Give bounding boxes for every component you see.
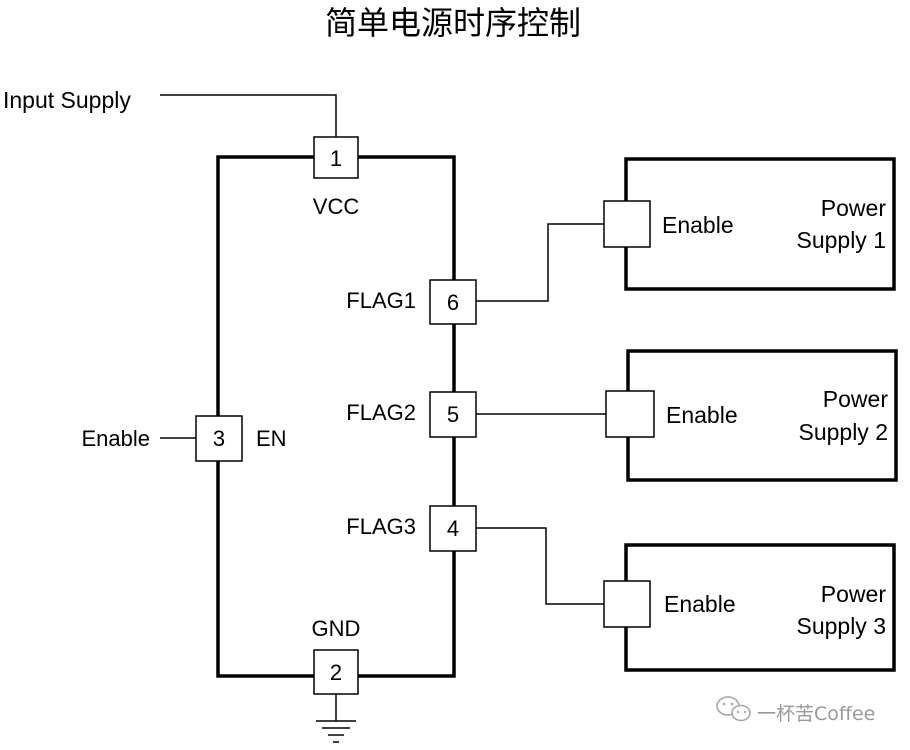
power-supply-3-enable-label: Enable	[664, 591, 736, 617]
pin-3-number: 3	[213, 426, 225, 451]
wechat-icon	[716, 696, 751, 722]
power-supply-2-enable-pin	[605, 390, 655, 438]
pin-5-box	[429, 391, 477, 438]
pin-4-number: 4	[447, 516, 459, 541]
pin-2-number: 2	[330, 660, 342, 685]
vcc-label: VCC	[313, 194, 360, 219]
power-supply-1-name-line1: Power	[821, 195, 887, 221]
power-supply-2-name-line2: Supply 2	[798, 419, 888, 445]
pin-1-box	[313, 136, 359, 179]
input-supply-label: Input Supply	[3, 87, 131, 113]
power-supply-3-name-line1: Power	[821, 581, 887, 607]
power-supply-2-name-line1: Power	[823, 386, 889, 412]
gnd-label: GND	[312, 616, 361, 641]
power-supply-1-enable-label: Enable	[662, 212, 734, 238]
pin-5-number: 5	[447, 402, 459, 427]
diagram-title: 简单电源时序控制	[325, 4, 581, 42]
pin-3-box	[195, 415, 243, 462]
power-supply-3-enable-pin	[603, 580, 651, 628]
flag2-label: FLAG2	[346, 400, 416, 425]
power-supply-3-name-line2: Supply 3	[796, 613, 886, 639]
pin-6-box	[429, 279, 477, 325]
flag3-label: FLAG3	[346, 514, 416, 539]
flag1-label: FLAG1	[346, 288, 416, 313]
watermark-text: 一杯苦Coffee	[757, 703, 875, 725]
pin-6-number: 6	[447, 290, 459, 315]
en-label: EN	[256, 426, 287, 451]
flag3-wire	[476, 527, 604, 605]
power-supply-2-enable-label: Enable	[666, 402, 738, 428]
pin-1-number: 1	[330, 146, 342, 171]
input-supply-wire	[160, 94, 337, 137]
pin-2-box	[313, 649, 359, 695]
power-supply-1-name-line2: Supply 1	[796, 227, 886, 253]
power-supply-1-enable-pin	[603, 200, 651, 248]
ground-symbol	[316, 694, 356, 743]
enable-input-label: Enable	[81, 426, 150, 451]
chip-body	[216, 155, 456, 678]
flag1-wire	[476, 223, 604, 302]
